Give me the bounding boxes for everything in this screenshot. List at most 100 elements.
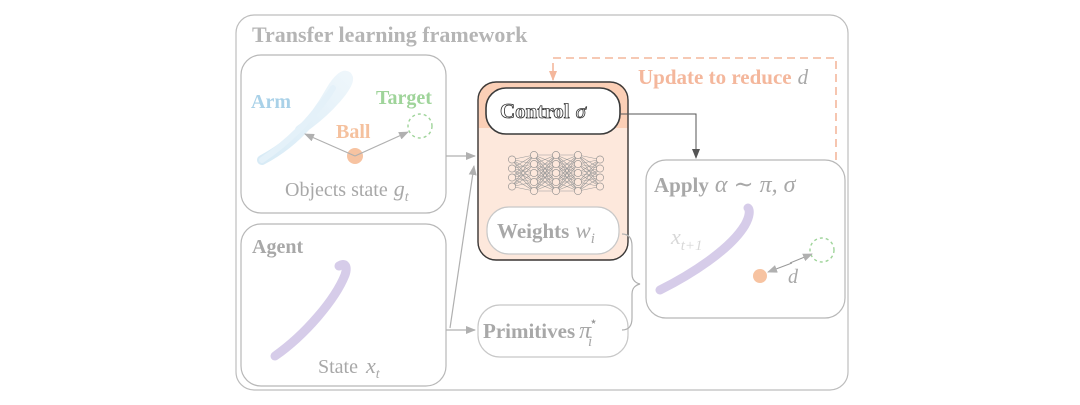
nn-node: [574, 187, 582, 195]
agent-box: [240, 223, 447, 387]
primitives-text: Primitives: [483, 319, 575, 343]
objects-state-box: [240, 54, 447, 214]
network-panel-outline: [477, 81, 629, 261]
distance-arrow-a: [789, 253, 813, 264]
nn-node: [596, 173, 604, 182]
nn-node: [530, 169, 538, 177]
nn-edge: [577, 159, 601, 183]
agent-arm-stroke: [270, 260, 351, 361]
update-text: Update to reduce: [638, 65, 792, 89]
primitives-sup: ⋆: [589, 315, 598, 330]
target-circle: [407, 113, 433, 139]
nn-edge: [555, 154, 579, 165]
objects-state-var: g: [394, 176, 405, 201]
next-state-var: x: [670, 224, 681, 249]
agent-state-sub: t: [376, 367, 381, 382]
nn-edge: [511, 154, 535, 169]
nn-node: [530, 151, 538, 159]
nn-edge: [533, 154, 557, 174]
nn-edge: [577, 159, 601, 174]
weights-var: w: [575, 218, 591, 243]
target-label: Target: [376, 87, 432, 109]
nn-edge: [533, 172, 557, 192]
nn-node: [552, 169, 560, 177]
nn-edge: [555, 181, 579, 192]
nn-node: [508, 164, 516, 173]
primitives-box: [477, 304, 629, 358]
ball-to-arm-arrow: [304, 133, 356, 157]
nn-node: [552, 187, 560, 195]
nn-edge: [511, 154, 535, 178]
nn-node: [530, 160, 538, 168]
nn-node: [574, 169, 582, 177]
agent-to-network-arrow: [449, 165, 477, 329]
nn-edge: [533, 163, 557, 192]
control-box: [485, 87, 621, 135]
objects-state-caption: Objects state gt: [285, 176, 410, 205]
update-feedback-arrow: [549, 57, 837, 160]
nn-node: [552, 151, 560, 159]
nn-edge: [533, 154, 557, 165]
primitives-var: π: [579, 318, 592, 344]
arm-stroke-thin: [259, 85, 336, 163]
next-state-label: xt+1: [670, 224, 703, 254]
nn-edge: [555, 154, 579, 183]
nn-node: [508, 173, 516, 182]
nn-node: [596, 164, 604, 173]
nn-edge: [577, 168, 601, 192]
nn-edge: [511, 172, 535, 187]
apply-target-circle: [809, 237, 835, 263]
primitives-sub: i: [588, 334, 592, 350]
framework-frame: [235, 14, 849, 391]
nn-edge: [555, 154, 579, 192]
nn-node: [596, 155, 604, 164]
control-var: σ: [576, 99, 588, 123]
agent-title: Agent: [252, 236, 303, 258]
nn-node: [530, 178, 538, 186]
nn-node: [508, 155, 516, 164]
framework-title: Transfer learning framework: [252, 22, 528, 47]
combine-brace: [621, 233, 641, 331]
objects-state-text: Objects state: [285, 179, 388, 201]
apply-arm-stroke: [655, 203, 754, 295]
nn-edge: [533, 181, 557, 192]
apply-ball-dot: [753, 269, 767, 283]
objects-state-sub: t: [405, 190, 410, 205]
nn-node: [530, 187, 538, 195]
arm-label: Arm: [251, 91, 291, 113]
control-text: Control: [500, 99, 570, 123]
nn-edge: [533, 154, 557, 192]
nn-node: [596, 182, 604, 191]
distance-label: d: [788, 266, 799, 288]
nn-edge: [577, 159, 601, 192]
control-to-apply-arrow: [620, 113, 700, 159]
ball-to-target-arrow: [354, 131, 409, 157]
nn-edge: [511, 154, 535, 187]
apply-text: Apply: [654, 173, 709, 197]
weights-box: [486, 206, 620, 255]
neural-network-icon: [508, 151, 604, 195]
distance-arrow-b: [767, 262, 793, 273]
nn-node: [574, 178, 582, 186]
nn-edge: [555, 163, 579, 192]
nn-edge: [533, 154, 557, 183]
nn-node: [508, 182, 516, 191]
nn-edge: [555, 172, 579, 192]
next-state-sub: t+1: [681, 238, 703, 254]
apply-formula: α ∼ π, σ: [715, 172, 797, 198]
agent-state-text: State: [318, 356, 358, 378]
agent-state-var: x: [365, 353, 376, 378]
nn-node: [574, 160, 582, 168]
nn-node: [552, 160, 560, 168]
nn-edge: [511, 163, 535, 187]
update-var: d: [798, 65, 809, 89]
nn-edge: [555, 154, 579, 174]
nn-edge: [577, 177, 601, 192]
